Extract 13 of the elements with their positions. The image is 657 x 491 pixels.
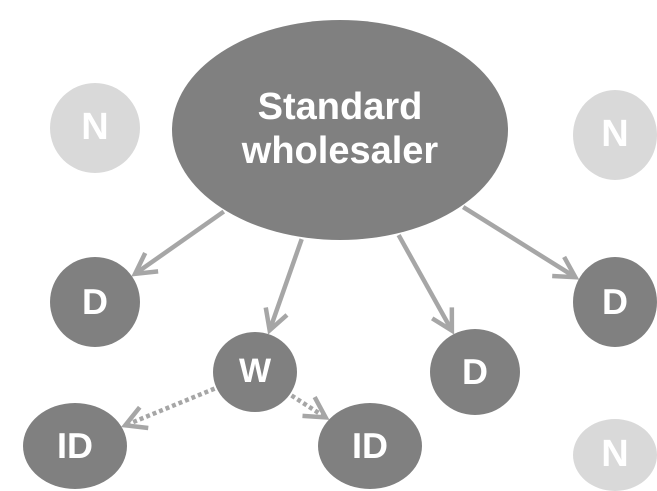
dotted-arrow bbox=[290, 394, 328, 420]
node-label: D bbox=[82, 281, 108, 323]
node-label: D bbox=[462, 351, 488, 393]
arrow bbox=[396, 234, 454, 333]
dotted-arrow bbox=[123, 386, 216, 430]
arrow bbox=[132, 210, 226, 276]
node-label: W bbox=[238, 352, 272, 392]
node-label: ID bbox=[57, 425, 93, 467]
node-label: Standard wholesaler bbox=[240, 86, 440, 174]
arrow bbox=[264, 238, 304, 333]
arrow bbox=[462, 205, 578, 280]
node-label: ID bbox=[352, 425, 388, 467]
node-label: D bbox=[602, 281, 628, 323]
